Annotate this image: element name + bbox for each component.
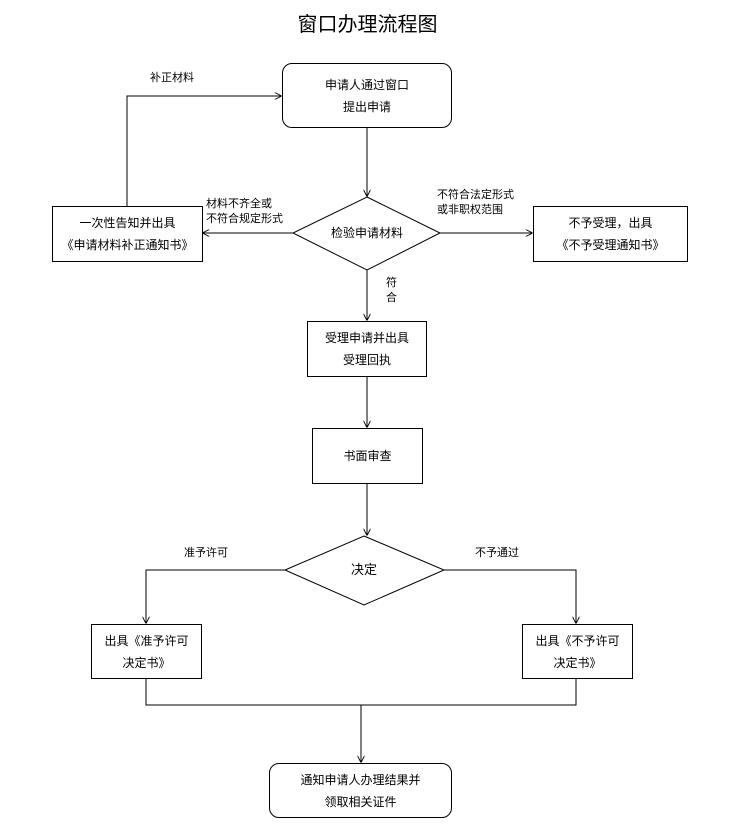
check-diamond [291,196,442,271]
node-apply: 申请人通过窗口 提出申请 [282,63,452,128]
node-notify-result: 通知申请人办理结果并 领取相关证件 [269,763,452,818]
arrow-decide-to-deny [444,569,576,623]
label-supplement: 补正材料 [150,71,194,84]
label-incomplete: 材料不齐全或 不符合规定形式 [206,197,283,225]
merge-line [145,679,577,706]
node-permit: 出具《准予许可 决定书》 [91,624,202,679]
arrow-supplement-loop [126,96,281,206]
node-decide: 决定 [350,563,377,578]
node-reject-notice: 不予受理，出具 《不予受理通知书》 [533,206,688,262]
node-supplement-notice: 一次性告知并出具 《申请材料补正通知书》 [52,206,203,262]
node-review: 书面审查 [312,428,423,484]
decide-diamond [283,535,446,606]
page-title: 窗口办理流程图 [297,12,438,36]
label-permit: 准予许可 [184,546,228,559]
arrow-decide-to-permit [146,569,285,623]
node-deny: 出具《不予许可 决定书》 [522,624,633,679]
node-accept: 受理申请并出具 受理回执 [307,321,427,377]
label-deny: 不予通过 [475,546,519,559]
label-not-legal: 不符合法定形式 或非职权范围 [437,188,514,216]
node-check: 检验申请材料 [330,226,403,240]
label-conform: 符 合 [386,276,397,304]
